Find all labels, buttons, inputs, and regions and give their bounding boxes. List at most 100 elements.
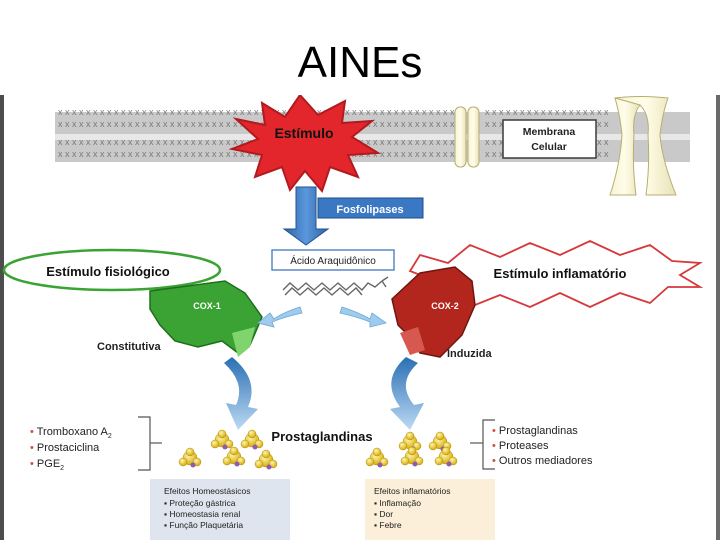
right-border	[716, 95, 720, 540]
physiological-stimulus-label: Estímulo fisiológico	[46, 264, 170, 279]
stimulus-burst: Estímulo	[228, 95, 382, 193]
svg-text:x: x	[443, 107, 448, 117]
svg-text:x: x	[422, 119, 427, 129]
svg-text:▪ Homeostasia renal: ▪ Homeostasia renal	[164, 509, 240, 519]
svg-text:x: x	[387, 149, 392, 159]
svg-text:x: x	[198, 107, 203, 117]
svg-text:x: x	[345, 107, 350, 117]
svg-text:x: x	[240, 107, 245, 117]
inflammatory-effect-1: Inflamação	[379, 498, 421, 508]
membrane-label-box: Membrana Celular	[502, 119, 597, 159]
svg-text:x: x	[233, 119, 238, 129]
svg-text:x: x	[590, 107, 595, 117]
inflammatory-effects-title: Efeitos inflamatórios	[374, 486, 451, 496]
svg-text:x: x	[135, 119, 140, 129]
cox2-type-label: Induzida	[447, 348, 492, 360]
pathway-diagram: xxxxxxxxxxxxxxxxxxxxxxxxxxxxxxxxxxxxxxxx…	[0, 95, 720, 540]
svg-text:• Proteases: • Proteases	[492, 440, 549, 452]
svg-text:x: x	[170, 119, 175, 129]
svg-text:x: x	[128, 107, 133, 117]
svg-text:x: x	[226, 119, 231, 129]
svg-text:x: x	[114, 119, 119, 129]
svg-text:x: x	[72, 137, 77, 147]
svg-text:x: x	[436, 107, 441, 117]
svg-text:x: x	[597, 107, 602, 117]
svg-text:x: x	[177, 119, 182, 129]
svg-text:x: x	[86, 149, 91, 159]
svg-text:x: x	[359, 107, 364, 117]
svg-text:x: x	[107, 149, 112, 159]
svg-text:x: x	[212, 149, 217, 159]
svg-text:x: x	[198, 149, 203, 159]
svg-text:x: x	[485, 149, 490, 159]
svg-text:x: x	[366, 107, 371, 117]
svg-text:x: x	[422, 107, 427, 117]
svg-text:x: x	[163, 119, 168, 129]
svg-text:x: x	[205, 107, 210, 117]
svg-text:x: x	[499, 119, 504, 129]
svg-text:x: x	[177, 107, 182, 117]
svg-text:x: x	[604, 119, 609, 129]
svg-text:x: x	[65, 119, 70, 129]
svg-text:x: x	[394, 137, 399, 147]
svg-text:x: x	[107, 119, 112, 129]
svg-text:x: x	[534, 107, 539, 117]
membrane-label-line2: Celular	[531, 141, 567, 153]
svg-text:▪ Dor: ▪ Dor	[374, 509, 393, 519]
svg-text:x: x	[219, 107, 224, 117]
svg-text:x: x	[58, 119, 63, 129]
svg-text:x: x	[282, 107, 287, 117]
svg-text:x: x	[422, 137, 427, 147]
svg-text:x: x	[79, 119, 84, 129]
svg-text:x: x	[352, 107, 357, 117]
slide-title: AINEs	[297, 38, 423, 87]
svg-text:x: x	[212, 119, 217, 129]
svg-text:x: x	[191, 149, 196, 159]
svg-text:x: x	[499, 107, 504, 117]
svg-text:x: x	[93, 137, 98, 147]
svg-text:x: x	[72, 149, 77, 159]
svg-text:• Prostaglandinas: • Prostaglandinas	[492, 425, 578, 437]
inflammatory-effect-2: Dor	[379, 509, 393, 519]
svg-text:x: x	[219, 119, 224, 129]
svg-text:x: x	[184, 107, 189, 117]
svg-text:x: x	[254, 107, 259, 117]
svg-text:x: x	[527, 107, 532, 117]
svg-text:x: x	[205, 137, 210, 147]
svg-text:x: x	[604, 137, 609, 147]
stimulus-label: Estímulo	[274, 125, 333, 141]
svg-text:x: x	[128, 137, 133, 147]
svg-text:x: x	[401, 107, 406, 117]
svg-text:x: x	[492, 149, 497, 159]
svg-text:x: x	[240, 137, 245, 147]
membrane-label-line1: Membrana	[523, 126, 576, 138]
svg-text:x: x	[93, 149, 98, 159]
svg-text:x: x	[492, 137, 497, 147]
svg-text:x: x	[72, 107, 77, 117]
svg-text:x: x	[142, 137, 147, 147]
svg-text:x: x	[100, 119, 105, 129]
left-border	[0, 95, 4, 540]
cox1-type-label: Constitutiva	[97, 341, 161, 353]
svg-text:x: x	[128, 149, 133, 159]
svg-text:x: x	[79, 107, 84, 117]
svg-text:x: x	[177, 137, 182, 147]
svg-text:x: x	[177, 149, 182, 159]
homeostatic-effect-1: Proteção gástrica	[169, 498, 235, 508]
svg-text:▪ Inflamação: ▪ Inflamação	[374, 498, 421, 508]
svg-text:x: x	[149, 149, 154, 159]
svg-text:x: x	[583, 107, 588, 117]
svg-text:x: x	[436, 119, 441, 129]
svg-text:▪ Função Plaquetária: ▪ Função Plaquetária	[164, 520, 243, 530]
svg-text:x: x	[114, 107, 119, 117]
svg-text:x: x	[107, 137, 112, 147]
phospholipases-box: Fosfolipases	[317, 197, 424, 219]
left-product-3-sub: 2	[60, 465, 64, 472]
svg-text:x: x	[429, 119, 434, 129]
svg-text:x: x	[520, 107, 525, 117]
svg-text:x: x	[170, 107, 175, 117]
svg-text:x: x	[450, 137, 455, 147]
svg-text:x: x	[429, 107, 434, 117]
svg-text:x: x	[443, 119, 448, 129]
svg-text:• Outros mediadores: • Outros mediadores	[492, 455, 593, 467]
